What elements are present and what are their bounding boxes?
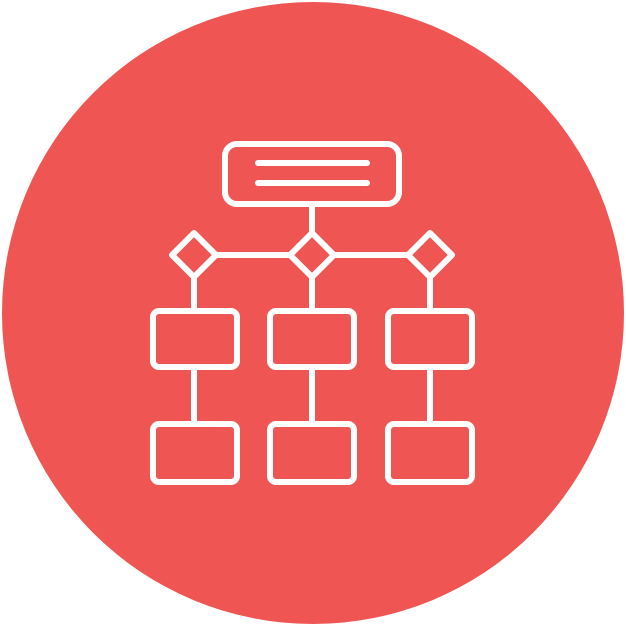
flowchart-glyph [150,141,475,485]
process-box-row2-center [267,421,357,485]
process-box-row2-right [385,421,475,485]
process-box-row2-left [150,421,240,485]
